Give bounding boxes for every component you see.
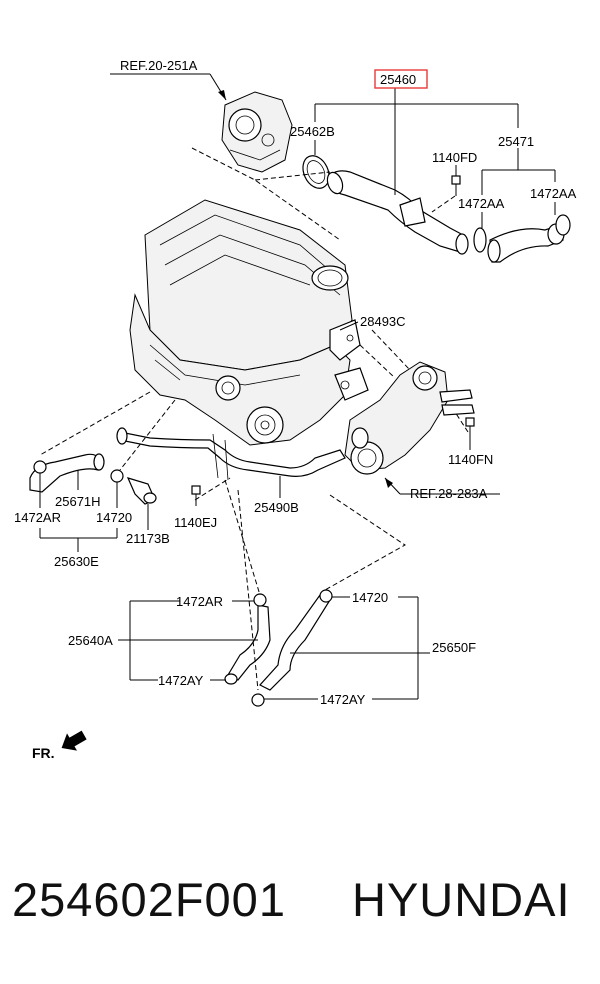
bolt-1140fn — [465, 417, 475, 438]
turbocharger-illustration — [221, 91, 293, 173]
footer: 254602F001 HYUNDAI — [0, 872, 600, 952]
clamp-1472ar-left — [33, 460, 47, 474]
hose-25471 — [487, 223, 565, 263]
hose-25640a — [224, 593, 271, 685]
label-1472ar-bottom: 1472AR — [176, 594, 223, 609]
clamp-14720-left — [110, 469, 124, 483]
label-25471: 25471 — [498, 134, 534, 149]
label-1140fd: 1140FD — [432, 150, 477, 165]
label-25650f: 25650F — [432, 640, 476, 655]
label-ref-28-283a: REF.28-283A — [410, 486, 488, 501]
label-21173b: 21173B — [126, 531, 170, 546]
label-25640a: 25640A — [68, 633, 113, 648]
brand-name: HYUNDAI — [352, 873, 571, 926]
label-1472ar-left: 1472AR — [14, 510, 61, 525]
label-14720-bottom: 14720 — [352, 590, 388, 605]
callout-labels: REF.20-251A 25460 25462B 25471 1140FD 14… — [14, 58, 577, 707]
bolt-1140ej — [191, 485, 201, 506]
water-outlet-illustration — [344, 361, 475, 475]
fitting-21173b — [126, 477, 157, 505]
parts-diagram: REF.20-251A 25460 25462B 25471 1140FD 14… — [14, 58, 577, 761]
highlight-box-25460 — [374, 69, 428, 89]
part-number: 254602F001 — [12, 873, 286, 926]
label-1472ay-left: 1472AY — [158, 673, 204, 688]
label-25630e: 25630E — [54, 554, 99, 569]
label-1472ay-right: 1472AY — [320, 692, 366, 707]
clamp-1472aa-right — [555, 214, 571, 236]
label-25671h: 25671H — [55, 494, 101, 509]
leader-lines — [39, 73, 556, 700]
gasket-25462b — [302, 155, 330, 189]
bolt-1140fd — [451, 175, 461, 196]
front-arrow-icon — [61, 730, 87, 751]
label-1140fn: 1140FN — [448, 452, 493, 467]
label-25490b: 25490B — [254, 500, 299, 515]
label-25462b: 25462B — [290, 124, 335, 139]
label-1472aa-left: 1472AA — [458, 196, 505, 211]
hose-25650f — [251, 589, 333, 707]
engine-illustration — [129, 199, 369, 446]
label-1472aa-right: 1472AA — [530, 186, 577, 201]
label-ref-20-251a: REF.20-251A — [120, 58, 198, 73]
front-label: FR. — [32, 745, 55, 761]
label-28493c: 28493C — [360, 314, 406, 329]
clamp-1472aa-left — [473, 227, 487, 253]
front-indicator: FR. — [32, 730, 87, 761]
label-1140ej: 1140EJ — [174, 515, 217, 530]
label-25460: 25460 — [380, 72, 416, 87]
pipe-25490b — [116, 427, 346, 481]
label-14720-left: 14720 — [96, 510, 132, 525]
pipe-25460 — [326, 170, 469, 255]
reference-lines — [39, 147, 469, 691]
